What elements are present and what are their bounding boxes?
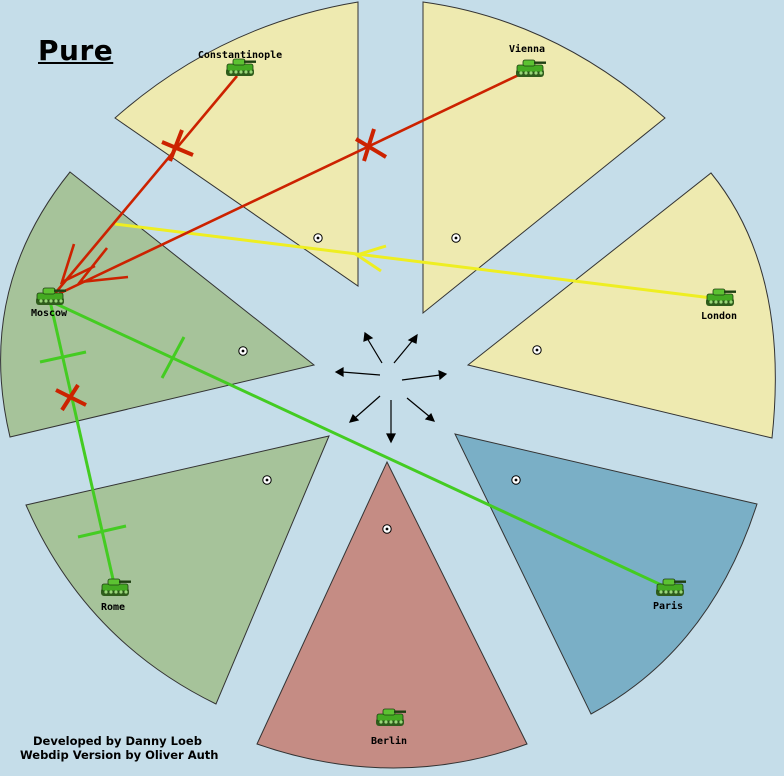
- province-berlin[interactable]: [256, 460, 528, 769]
- order-moscow-paris: [49, 299, 671, 591]
- order-vienna-moscow: [51, 70, 526, 299]
- center-direction-arrows: [334, 331, 448, 444]
- label-constantinople: Constantinople: [198, 49, 282, 61]
- label-berlin: Berlin: [371, 735, 407, 747]
- failed-order-mark-constantinople: [161, 129, 194, 162]
- province-vienna[interactable]: [422, 1, 666, 315]
- label-rome: Rome: [101, 602, 125, 613]
- province-moscow[interactable]: [0, 171, 316, 438]
- province-paris[interactable]: [454, 433, 758, 715]
- credit-webdip: Webdip Version by Oliver Auth: [20, 748, 219, 762]
- province-rome[interactable]: [25, 435, 330, 705]
- label-paris: Paris: [653, 600, 683, 612]
- supply-center-moscow: [238, 346, 248, 356]
- label-vienna: Vienna: [509, 43, 545, 55]
- supply-center-london: [532, 345, 542, 355]
- order-london-support: [114, 222, 721, 301]
- failed-order-mark-vienna: [354, 128, 388, 162]
- failed-order-mark-rome: [55, 383, 87, 412]
- supply-center-constantinople: [313, 233, 323, 243]
- province-constantinople[interactable]: [114, 1, 359, 287]
- label-london: London: [701, 311, 737, 322]
- supply-center-vienna: [451, 233, 461, 243]
- supply-center-berlin: [382, 524, 392, 534]
- province-london[interactable]: [466, 172, 776, 439]
- map-title: Pure: [38, 34, 114, 67]
- label-moscow: Moscow: [31, 308, 68, 319]
- order-constantinople-moscow: [51, 75, 238, 298]
- credit-developer: Developed by Danny Loeb: [33, 734, 202, 748]
- supply-center-paris: [511, 475, 521, 485]
- supply-center-rome: [262, 475, 272, 485]
- order-rome-moscow: [39, 300, 127, 589]
